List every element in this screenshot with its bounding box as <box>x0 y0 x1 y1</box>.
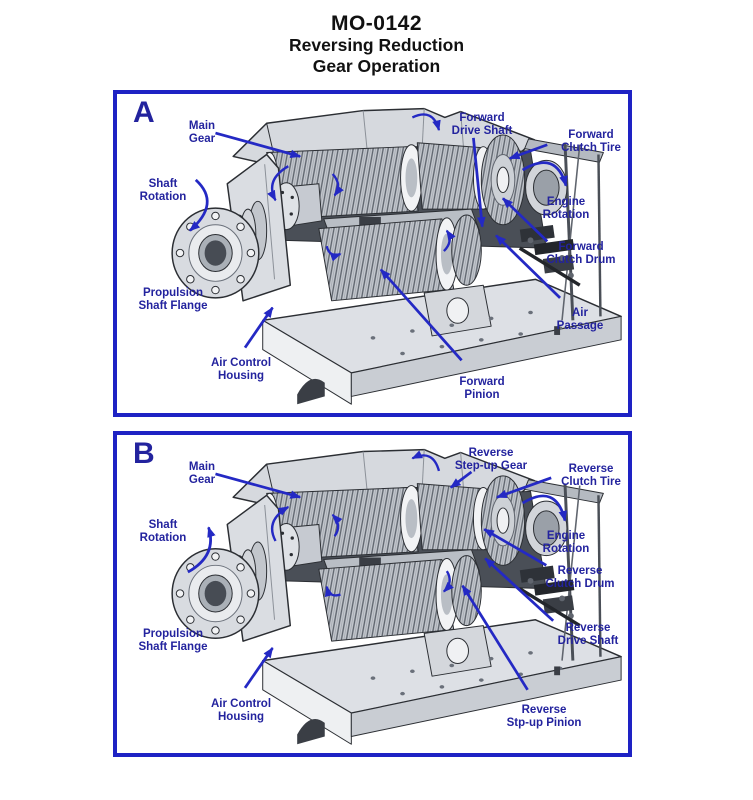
label-line: Shaft Flange <box>138 299 208 312</box>
panel-letter: A <box>133 96 155 129</box>
label-line: Main <box>188 461 216 473</box>
arrow-air-control-housing <box>243 647 274 689</box>
label-line: Pinion <box>464 388 500 401</box>
label-line: Reverse <box>568 463 614 475</box>
label-line: Main <box>188 120 216 132</box>
label-line: Rotation <box>139 190 187 203</box>
label-line: Rotation <box>542 208 590 221</box>
title-line-3: Gear Operation <box>312 56 441 76</box>
label-line: Passage <box>556 319 604 332</box>
arrow-reverse-drive-shaft <box>484 557 555 622</box>
label-line: Step-up Gear <box>454 459 528 472</box>
gear-rotation-arrow <box>411 450 441 472</box>
gear-rotation-arrow <box>331 513 343 537</box>
label-line: Drive Shaft <box>451 124 513 137</box>
arrow-air-passage <box>495 234 562 299</box>
gear-rotation-arrow <box>443 229 456 252</box>
arrow-reverse-step-up-gear <box>449 470 473 489</box>
label-line: Forward <box>558 241 604 253</box>
gear-rotation-arrow <box>324 585 341 598</box>
arrow-reverse-clutch-tire <box>496 476 552 499</box>
label-line: Gear <box>188 473 216 486</box>
label-line: Housing <box>218 369 264 382</box>
label-line: Shaft <box>148 178 178 190</box>
machine-illustration <box>171 107 622 405</box>
arrow-air-control-housing <box>243 306 274 349</box>
label-line: Propulsion <box>142 287 204 299</box>
label-line: Rotation <box>139 531 187 544</box>
arrow-reverse-clutch-drum <box>483 528 547 567</box>
label-line: Clutch Drum <box>545 577 615 590</box>
label-line: Reverse <box>557 565 603 577</box>
label-line: Rotation <box>542 542 590 555</box>
label-line: Engine <box>546 530 586 542</box>
gear-rotation-arrow <box>271 505 290 542</box>
label-line: Shaft <box>148 519 178 531</box>
label-line: Air <box>572 307 588 319</box>
gear-rotation-arrow <box>325 245 342 262</box>
gear-rotation-arrow <box>443 570 454 593</box>
label-line: Clutch Tire <box>561 141 621 154</box>
machine-illustration <box>171 448 622 745</box>
label-line: Housing <box>218 710 264 723</box>
label-line: Gear <box>188 132 216 145</box>
label-line: Air Control <box>210 698 272 710</box>
label-line: Stp-up Pinion <box>506 716 582 729</box>
label-line: Clutch Drum <box>546 253 616 266</box>
label-line: Reverse <box>521 704 567 716</box>
label-line: Air Control <box>210 357 272 369</box>
label-line: Propulsion <box>142 628 204 640</box>
title-block: MO-0142 Reversing Reduction Gear Operati… <box>0 12 753 77</box>
arrow-main-gear <box>215 472 302 499</box>
label-line: Reverse <box>565 622 611 634</box>
label-line: Forward <box>459 376 505 388</box>
label-line: Forward <box>459 112 505 124</box>
gear-rotation-arrow <box>411 113 441 132</box>
document-number: MO-0142 <box>330 12 423 35</box>
arrow-engine-rotation <box>521 161 568 187</box>
arrow-forward-drive-shaft <box>472 137 486 228</box>
arrow-forward-pinion <box>379 268 463 362</box>
arrow-forward-clutch-drum <box>501 197 549 243</box>
gear-rotation-arrow <box>331 173 344 197</box>
arrow-engine-rotation <box>521 494 568 522</box>
gear-rotation-arrow <box>267 165 289 202</box>
arrow-shaft-rotation <box>187 526 216 574</box>
arrow-shaft-rotation <box>188 178 209 232</box>
label-line: Forward <box>568 129 614 141</box>
title-line-2: Reversing Reduction <box>288 35 465 55</box>
panel-letter: B <box>133 437 155 470</box>
label-line: Shaft Flange <box>138 640 208 653</box>
label-line: Engine <box>546 196 586 208</box>
label-line: Drive Shaft <box>557 634 619 647</box>
arrow-main-gear <box>215 131 302 158</box>
arrow-reverse-stp-up-pinion <box>461 584 529 691</box>
label-line: Reverse <box>468 447 514 459</box>
label-line: Clutch Tire <box>561 475 621 488</box>
arrow-forward-clutch-tire <box>508 143 548 160</box>
